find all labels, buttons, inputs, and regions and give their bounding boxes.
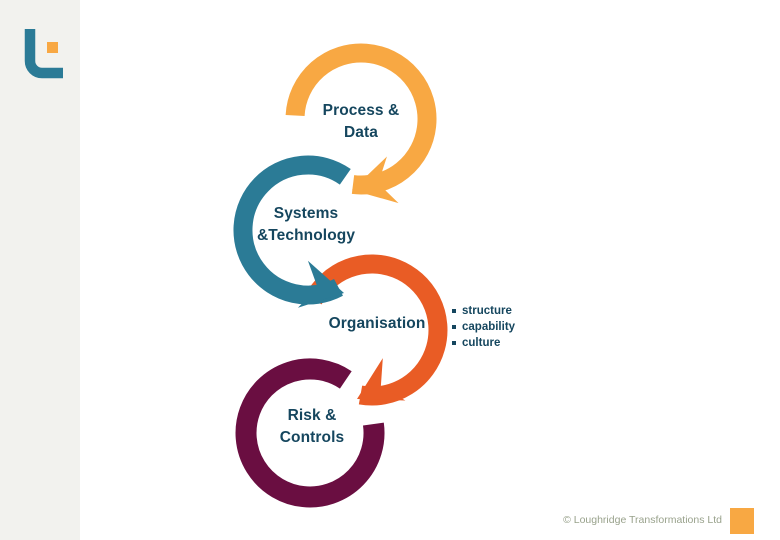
square-bullet-icon	[452, 341, 456, 345]
bullet-label: culture	[462, 337, 501, 349]
logo-l-shape	[24, 29, 63, 79]
arrow-head-icon	[357, 358, 406, 401]
ring-organisation	[304, 254, 448, 406]
footer-orange-square	[730, 508, 754, 534]
arrow-head-icon	[352, 156, 399, 204]
label-systems-technology: Systems &Technology	[221, 203, 391, 247]
bullet-item: culture	[452, 335, 515, 351]
logo-orange-dot	[47, 42, 58, 53]
company-logo-icon	[24, 29, 63, 79]
ring-process-data	[285, 43, 437, 204]
bullet-item: capability	[452, 319, 515, 335]
square-bullet-icon	[452, 309, 456, 313]
label-process-data: Process & Data	[276, 100, 446, 144]
label-line: Data	[344, 124, 378, 141]
label-line: Risk &	[287, 407, 337, 424]
arrow-head-icon	[297, 260, 344, 308]
label-organisation: Organisation	[292, 313, 462, 335]
label-line: Organisation	[328, 315, 426, 332]
ring-arc	[304, 254, 448, 406]
label-risk-controls: Risk & Controls	[227, 405, 397, 449]
ring-risk-controls	[235, 358, 385, 508]
bullet-label: structure	[462, 305, 512, 317]
ring-arc	[285, 43, 437, 195]
bullet-label: capability	[462, 321, 516, 333]
label-line: &Technology	[256, 227, 356, 244]
ring-systems-technology	[233, 155, 351, 308]
label-line: Process &	[322, 102, 400, 119]
organisation-bullet-list: structure capability culture	[452, 303, 515, 351]
square-bullet-icon	[452, 325, 456, 329]
label-line: Systems	[273, 205, 339, 222]
ring-arc	[235, 358, 385, 508]
bullet-item: structure	[452, 303, 515, 319]
sidebar	[0, 0, 80, 540]
footer-copyright: © Loughridge Transformations Ltd	[563, 514, 722, 526]
label-line: Controls	[279, 429, 345, 446]
ring-arc	[233, 155, 351, 305]
